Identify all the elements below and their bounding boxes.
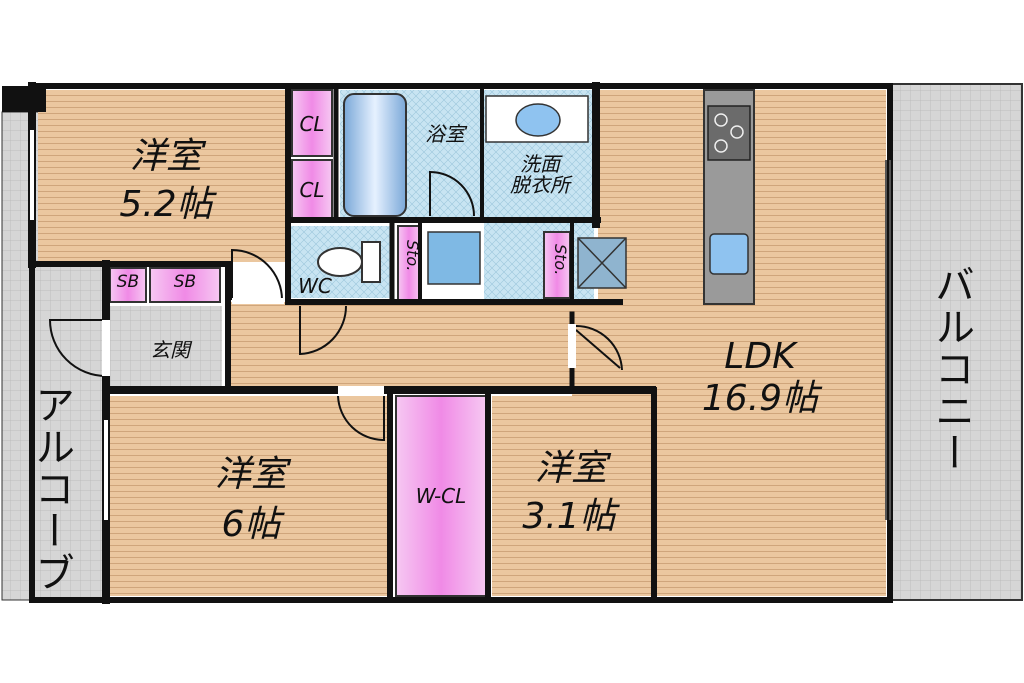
western-room-south-right (492, 396, 652, 596)
ldk-name: LDK (724, 336, 796, 377)
stove (707, 105, 751, 161)
bathtub (343, 93, 407, 217)
door-gap-entry (102, 320, 110, 376)
entrance-area (110, 306, 222, 388)
western-room-south-left (110, 396, 390, 596)
closet-upper-label: CL (299, 112, 325, 136)
refrigerator-cross (577, 237, 627, 289)
western-south-left-size: 6帖 (221, 504, 281, 545)
balcony-label: バルコニー (928, 264, 974, 474)
closet-lower-label: CL (299, 178, 325, 202)
shoe-box-1-label: SB (116, 272, 140, 292)
door-gap-ldk (568, 324, 576, 368)
walk-in-closet-label: W-CL (415, 484, 467, 508)
hallway (228, 302, 572, 388)
western-room-north (38, 90, 288, 262)
western-south-right-size: 3.1帖 (522, 496, 616, 537)
wall-corner-block (2, 86, 46, 112)
washroom-label: 洗面 脱衣所 (510, 152, 570, 197)
closet-upper (291, 89, 333, 157)
washing-machine-pan (427, 231, 481, 285)
shoe-box-2-label: SB (173, 272, 197, 292)
door-gap-hall (232, 298, 284, 304)
kitchen-sink (709, 233, 749, 275)
windows (30, 130, 891, 520)
burner-3 (714, 139, 728, 153)
walk-in-closet (395, 395, 487, 597)
western-south-left-name: 洋室 (214, 454, 287, 495)
burner-2 (730, 125, 744, 139)
doors (48, 170, 623, 442)
western-north-name: 洋室 (129, 136, 202, 177)
burner-1 (714, 113, 728, 127)
shoe-box-2 (149, 267, 221, 303)
balcony-area (891, 83, 1023, 601)
toilet-tank (361, 241, 381, 283)
toilet-bowl (317, 247, 363, 277)
ldk-size: 16.9帖 (701, 378, 819, 419)
bath-label: 浴室 (425, 122, 465, 146)
alcove-label: アルコーブ (28, 384, 74, 594)
entrance-label: 玄関 (150, 338, 190, 362)
western-south-right-name: 洋室 (534, 448, 607, 489)
storage-1-label: Sto. (403, 240, 422, 272)
storage-2-label: Sto. (551, 244, 570, 276)
door-gap-room (338, 386, 384, 394)
wash-basin (515, 103, 561, 137)
western-north-size: 5.2帖 (119, 184, 213, 225)
toilet-label: WC (298, 274, 332, 298)
